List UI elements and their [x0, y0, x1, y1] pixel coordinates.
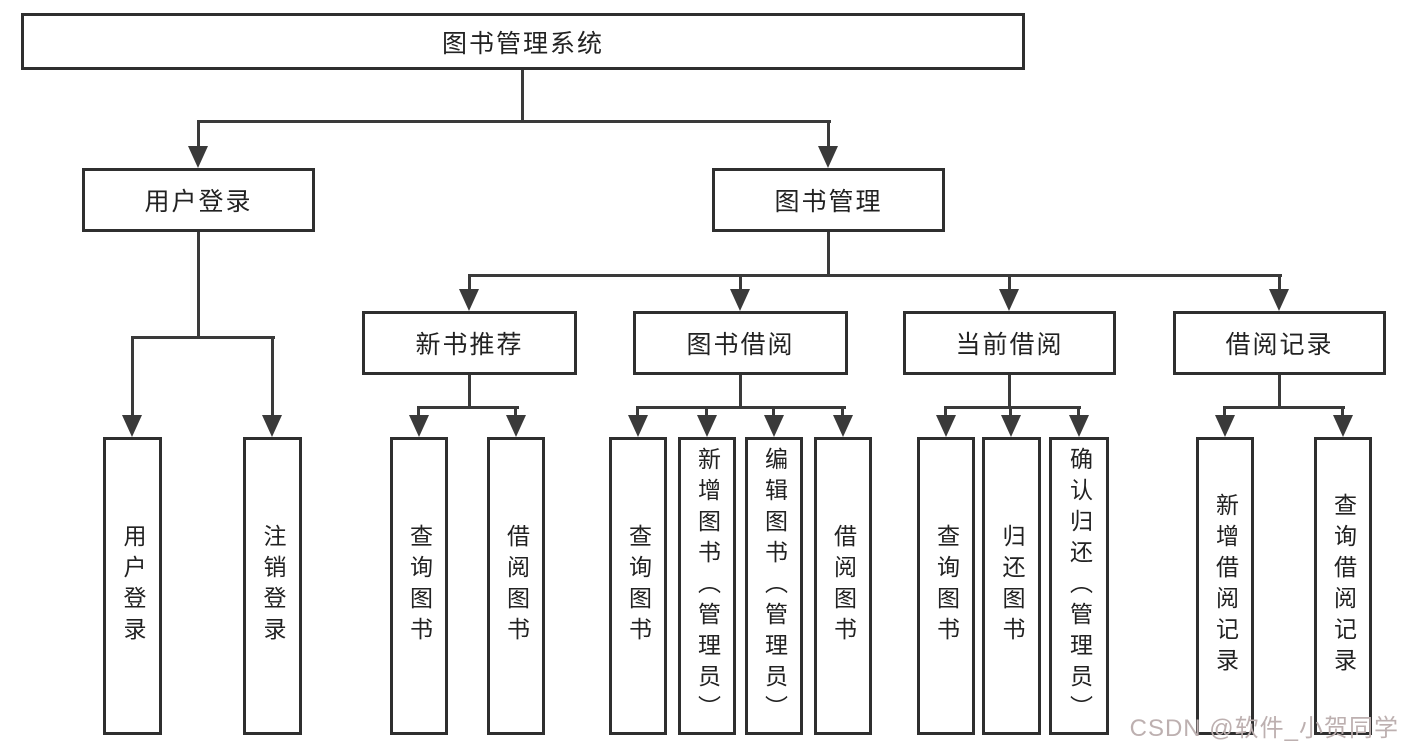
node-label: 归还图书	[999, 524, 1025, 648]
connector-line	[772, 406, 775, 417]
node-label: 编辑图书（管理员）	[761, 446, 788, 726]
connector-line	[739, 375, 742, 409]
connector-line	[1223, 406, 1226, 417]
node-label: 图书管理	[774, 188, 883, 216]
csdn-watermark: CSDN @软件_小贺同学	[1129, 715, 1399, 742]
connector-line	[636, 406, 846, 409]
connector-line	[636, 406, 639, 417]
connector-line	[521, 70, 524, 120]
connector-line	[514, 406, 517, 417]
arrowhead-down-icon	[506, 415, 526, 437]
node-label: 注销登录	[260, 524, 286, 648]
leaf-logout: 注销登录	[243, 437, 302, 735]
arrowhead-down-icon	[833, 415, 853, 437]
arrowhead-down-icon	[936, 415, 956, 437]
leaf-query-books: 查询图书	[390, 437, 448, 735]
connector-line	[197, 120, 831, 123]
connector-line	[944, 406, 947, 417]
arrowhead-down-icon	[1001, 415, 1021, 437]
connector-line	[468, 274, 1282, 277]
node-book-management: 图书管理	[712, 168, 945, 232]
leaf-edit-books-admin: 编辑图书（管理员）	[745, 437, 803, 735]
node-label: 用户登录	[144, 188, 253, 216]
arrowhead-down-icon	[697, 415, 717, 437]
node-label: 当前借阅	[955, 331, 1064, 359]
node-label: 确认归还（管理员）	[1066, 446, 1093, 726]
connector-line	[131, 336, 275, 339]
connector-line	[1009, 406, 1012, 417]
node-user-login: 用户登录	[82, 168, 315, 232]
node-label: 借阅图书	[830, 524, 857, 648]
arrowhead-down-icon	[818, 146, 838, 168]
arrowhead-down-icon	[188, 146, 208, 168]
connector-line	[197, 232, 200, 339]
connector-line	[944, 406, 1081, 409]
leaf-return-books: 归还图书	[982, 437, 1041, 735]
connector-line	[271, 336, 274, 417]
connector-line	[1223, 406, 1345, 409]
node-label: 新书推荐	[415, 331, 524, 359]
node-borrowing-records: 借阅记录	[1173, 311, 1386, 375]
arrowhead-down-icon	[459, 289, 479, 311]
arrowhead-down-icon	[1269, 289, 1289, 311]
node-label: 查询借阅记录	[1330, 493, 1357, 679]
connector-line	[1008, 375, 1011, 409]
connector-line	[1341, 406, 1344, 417]
connector-line	[705, 406, 708, 417]
node-label: 图书借阅	[686, 331, 795, 359]
node-label: 用户登录	[120, 524, 146, 648]
arrowhead-down-icon	[1215, 415, 1235, 437]
leaf-confirm-return-admin: 确认归还（管理员）	[1049, 437, 1109, 735]
connector-line	[827, 232, 830, 277]
leaf-add-books-admin: 新增图书（管理员）	[678, 437, 736, 735]
connector-line	[417, 406, 519, 409]
node-library-management-system: 图书管理系统	[21, 13, 1025, 70]
node-label: 新增借阅记录	[1212, 493, 1239, 679]
leaf-user-login: 用户登录	[103, 437, 162, 735]
leaf-borrow-books: 借阅图书	[487, 437, 545, 735]
connector-line	[1077, 406, 1080, 417]
connector-line	[1008, 274, 1011, 292]
node-label: 查询图书	[933, 524, 960, 648]
connector-line	[131, 336, 134, 417]
arrowhead-down-icon	[1333, 415, 1353, 437]
leaf-query-books: 查询图书	[609, 437, 667, 735]
node-label: 借阅记录	[1225, 331, 1334, 359]
connector-line	[841, 406, 844, 417]
leaf-borrow-books: 借阅图书	[814, 437, 872, 735]
node-new-book-recommendation: 新书推荐	[362, 311, 577, 375]
node-book-borrowing: 图书借阅	[633, 311, 848, 375]
arrowhead-down-icon	[730, 289, 750, 311]
connector-line	[739, 274, 742, 292]
arrowhead-down-icon	[122, 415, 142, 437]
connector-line	[468, 274, 471, 292]
connector-line	[1278, 274, 1281, 292]
node-current-borrowing: 当前借阅	[903, 311, 1116, 375]
connector-line	[468, 375, 471, 409]
connector-line	[1278, 375, 1281, 409]
node-label: 查询图书	[406, 524, 433, 648]
arrowhead-down-icon	[628, 415, 648, 437]
connector-line	[827, 120, 830, 148]
node-label: 新增图书（管理员）	[694, 446, 721, 726]
arrowhead-down-icon	[764, 415, 784, 437]
connector-line	[197, 120, 200, 148]
connector-line	[417, 406, 420, 417]
arrowhead-down-icon	[999, 289, 1019, 311]
node-label: 查询图书	[625, 524, 652, 648]
node-label: 图书管理系统	[441, 29, 604, 58]
arrowhead-down-icon	[262, 415, 282, 437]
leaf-query-borrow-record: 查询借阅记录	[1314, 437, 1372, 735]
leaf-query-books: 查询图书	[917, 437, 975, 735]
leaf-add-borrow-record: 新增借阅记录	[1196, 437, 1254, 735]
arrowhead-down-icon	[409, 415, 429, 437]
node-label: 借阅图书	[503, 524, 530, 648]
arrowhead-down-icon	[1069, 415, 1089, 437]
